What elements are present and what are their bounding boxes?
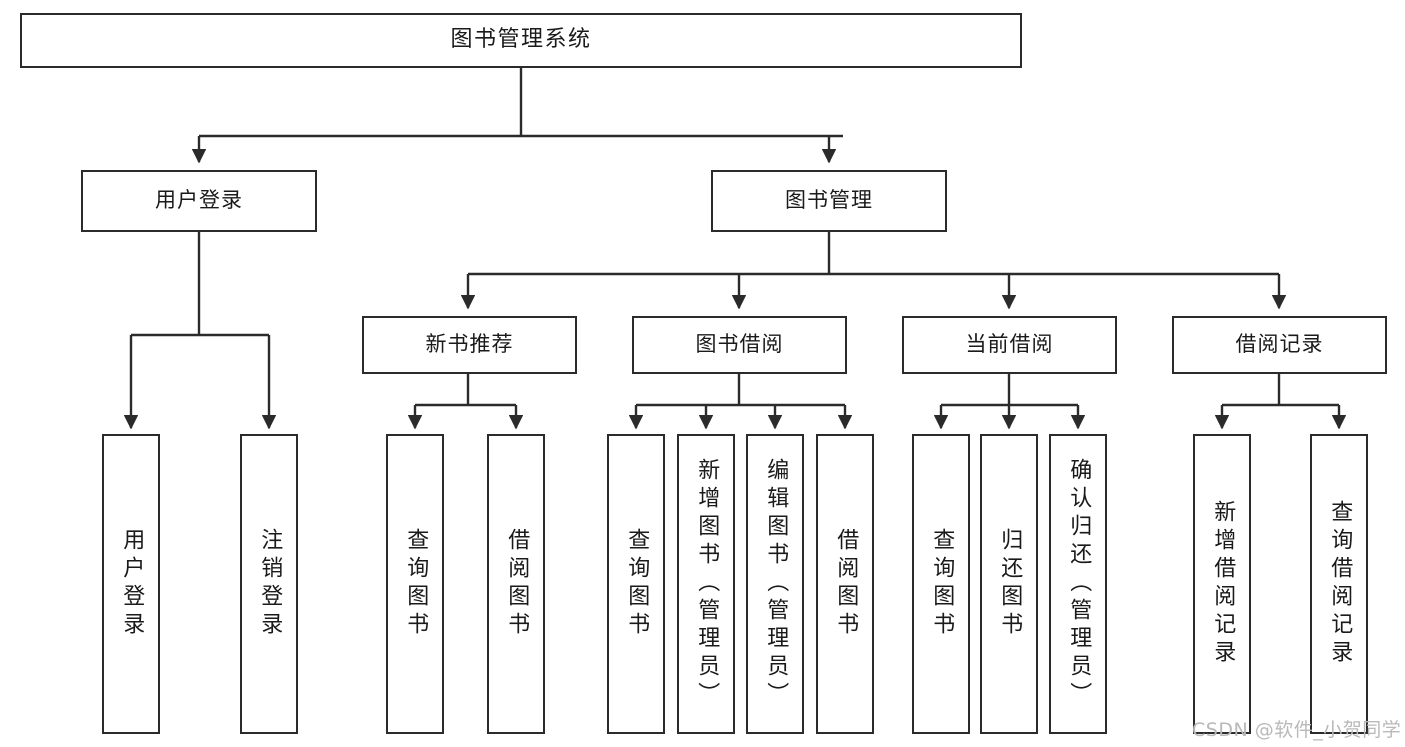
node-label: 查询图书 — [624, 528, 650, 640]
watermark: CSDN @软件_小贺同学 — [1192, 719, 1402, 741]
node-label: 图书管理 — [785, 188, 873, 213]
node-root-system[interactable]: 图书管理系统 — [20, 13, 1022, 68]
leaf-borrow-book[interactable]: 借阅图书 — [816, 434, 874, 734]
node-label: 用户登录 — [119, 528, 145, 640]
node-label: 图书借阅 — [695, 332, 784, 357]
node-label: 查询图书 — [403, 528, 429, 640]
leaf-logout[interactable]: 注销登录 — [240, 434, 298, 734]
node-label: 注销登录 — [257, 528, 283, 640]
node-book-borrow[interactable]: 图书借阅 — [632, 316, 847, 374]
node-current-borrow[interactable]: 当前借阅 — [902, 316, 1117, 374]
node-label: 借阅图书 — [504, 528, 530, 640]
leaf-user-login[interactable]: 用户登录 — [102, 434, 160, 734]
node-label: 查询借阅记录 — [1327, 500, 1353, 668]
leaf-edit-book-admin[interactable]: 编辑图书（管理员） — [746, 434, 804, 734]
node-borrow-record[interactable]: 借阅记录 — [1172, 316, 1387, 374]
node-new-book-recommend[interactable]: 新书推荐 — [362, 316, 577, 374]
node-label: 用户登录 — [155, 188, 243, 213]
node-label: 图书管理系统 — [450, 27, 592, 53]
node-label: 编辑图书（管理员） — [763, 458, 789, 710]
node-label: 新增借阅记录 — [1210, 500, 1236, 668]
leaf-query-book-recommend[interactable]: 查询图书 — [386, 434, 444, 734]
leaf-query-borrow-record[interactable]: 查询借阅记录 — [1310, 434, 1368, 734]
leaf-add-borrow-record[interactable]: 新增借阅记录 — [1193, 434, 1251, 734]
leaf-confirm-return-admin[interactable]: 确认归还（管理员） — [1049, 434, 1107, 734]
node-label: 当前借阅 — [965, 332, 1054, 357]
node-label: 新增图书（管理员） — [694, 458, 720, 710]
leaf-borrow-book-recommend[interactable]: 借阅图书 — [487, 434, 545, 734]
leaf-add-book-admin[interactable]: 新增图书（管理员） — [677, 434, 735, 734]
node-user-login[interactable]: 用户登录 — [81, 170, 317, 232]
node-label: 归还图书 — [997, 528, 1023, 640]
leaf-return-book[interactable]: 归还图书 — [980, 434, 1038, 734]
node-label: 查询图书 — [929, 528, 955, 640]
node-label: 确认归还（管理员） — [1066, 458, 1092, 710]
node-book-management[interactable]: 图书管理 — [711, 170, 947, 232]
leaf-query-book-current[interactable]: 查询图书 — [912, 434, 970, 734]
node-label: 新书推荐 — [425, 332, 514, 357]
leaf-query-book-borrow[interactable]: 查询图书 — [607, 434, 665, 734]
node-label: 借阅图书 — [833, 528, 859, 640]
node-label: 借阅记录 — [1235, 332, 1324, 357]
